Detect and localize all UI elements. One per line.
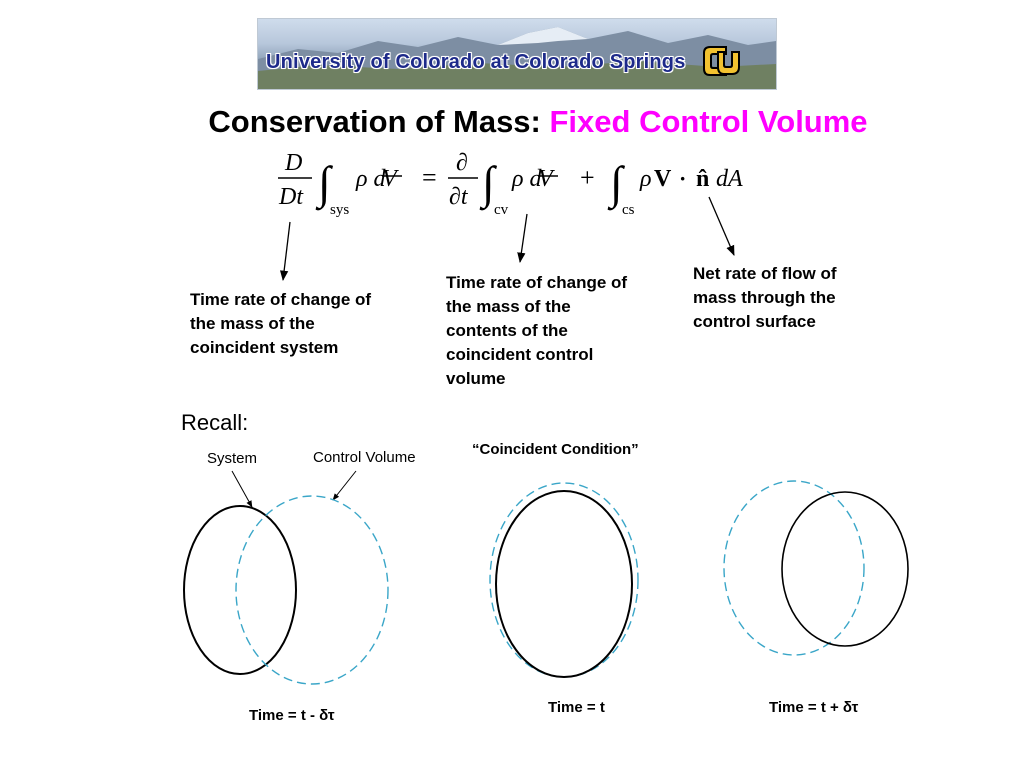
cu-logo-icon xyxy=(703,46,740,76)
system-boundary-after xyxy=(781,491,909,647)
mountain-backdrop-icon xyxy=(258,27,776,89)
system-boundary-before xyxy=(183,505,297,675)
annotation-system-line: Time rate of change of xyxy=(190,290,372,309)
annotation-control-volume: Time rate of change of the mass of the c… xyxy=(446,271,627,391)
annotation-cv-line: coincident control xyxy=(446,345,594,364)
density-symbol: ρ xyxy=(639,166,652,192)
integrand-2: ρ d xyxy=(511,166,543,192)
area-differential: dA xyxy=(716,166,743,192)
annotation-system-line: coincident system xyxy=(190,338,339,357)
legend-system-arrow xyxy=(231,470,253,508)
system-boundary-coincident xyxy=(495,490,633,678)
annotation-surface-line: control surface xyxy=(693,312,816,331)
volume-symbol-1: V xyxy=(382,166,399,192)
integral-3-subscript: cs xyxy=(622,202,635,218)
arrow-to-surface-label xyxy=(708,196,735,256)
title-main: Conservation of Mass: xyxy=(208,104,541,139)
integral-sign-1: ∫ xyxy=(315,157,333,211)
time-label-now: Time = t xyxy=(548,699,605,716)
integral-1-subscript: sys xyxy=(330,202,349,218)
slide-title: Conservation of Mass: Fixed Control Volu… xyxy=(0,104,1024,140)
normal-vector: n̂ xyxy=(696,166,709,192)
lhs-numerator: D xyxy=(284,150,302,176)
title-highlight: Fixed Control Volume xyxy=(549,104,868,139)
time-label-after: Time = t + δτ xyxy=(769,699,859,716)
annotation-surface: Net rate of flow of mass through the con… xyxy=(693,262,837,334)
institution-name: University of Colorado at Colorado Sprin… xyxy=(266,51,686,73)
annotation-cv-line: Time rate of change of xyxy=(446,273,628,292)
volume-symbol-2: V xyxy=(538,166,555,192)
arrow-to-cv-label xyxy=(517,213,528,264)
integral-2-subscript: cv xyxy=(494,202,509,218)
control-volume-boundary-coincident xyxy=(489,482,639,678)
partial-denominator: ∂t xyxy=(449,184,469,210)
integral-sign-2: ∫ xyxy=(479,157,497,211)
annotation-cv-line: contents of the xyxy=(446,321,568,340)
university-banner: University of Colorado at Colorado Sprin… xyxy=(257,18,777,90)
integrand-1: ρ d xyxy=(355,166,387,192)
reynolds-transport-equation: D Dt ∫ sys ρ d V = ∂ ∂t ∫ cv ρ d V + ∫ c… xyxy=(278,150,743,218)
legend-system: System xyxy=(207,450,257,467)
integral-sign-3: ∫ xyxy=(607,157,625,211)
arrow-to-system-label xyxy=(279,221,291,282)
control-volume-boundary-after xyxy=(723,480,865,656)
annotation-surface-line: Net rate of flow of xyxy=(693,264,837,283)
plus-sign: + xyxy=(580,163,595,192)
velocity-vector: V xyxy=(654,166,672,192)
partial-numerator: ∂ xyxy=(456,150,468,176)
control-volume-boundary-before xyxy=(235,495,389,685)
equals-sign: = xyxy=(422,163,437,192)
recall-heading: Recall: xyxy=(181,410,249,435)
coincident-condition-label: “Coincident Condition” xyxy=(472,441,639,458)
annotation-surface-line: mass through the xyxy=(693,288,836,307)
legend-control-volume: Control Volume xyxy=(313,449,416,466)
lhs-denominator: Dt xyxy=(278,184,304,210)
legend-cv-arrow xyxy=(332,470,357,501)
dot-operator: · xyxy=(679,166,686,191)
annotation-cv-line: volume xyxy=(446,369,506,388)
annotation-system-line: the mass of the xyxy=(190,314,315,333)
annotation-cv-line: the mass of the xyxy=(446,297,571,316)
time-label-before: Time = t - δτ xyxy=(249,707,335,724)
annotation-system: Time rate of change of the mass of the c… xyxy=(190,288,371,360)
